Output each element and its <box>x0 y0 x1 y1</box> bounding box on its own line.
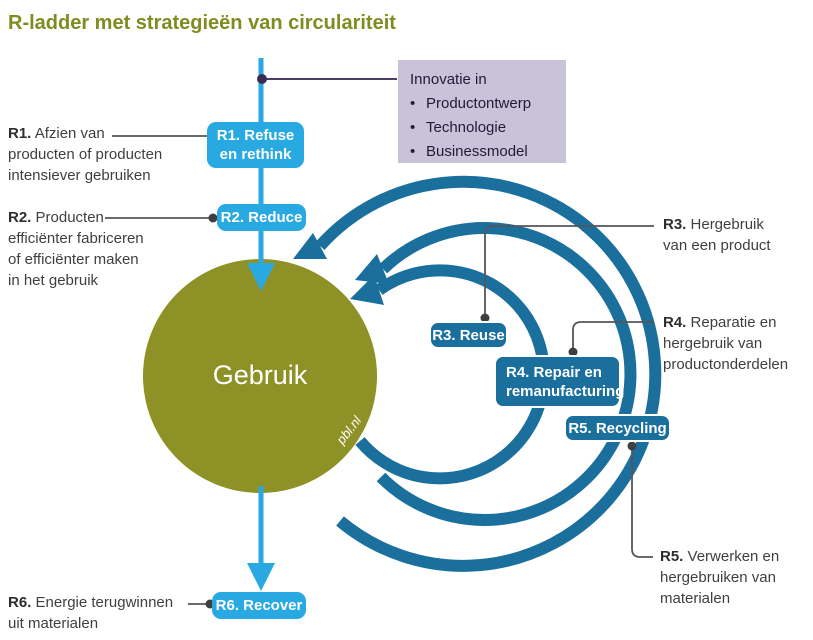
bullet-icon: • <box>410 119 416 136</box>
innovation-item-label: Technologie <box>426 119 507 136</box>
connector-dot-innovation <box>257 74 267 84</box>
annotation-r5: R5. Verwerken en hergebruiken van materi… <box>660 548 780 607</box>
badge-r5-label: R5. Recycling <box>568 419 667 437</box>
innovation-item-label: Productontwerp <box>426 95 532 112</box>
innovation-item: • Productontwerp <box>410 92 566 116</box>
annotation-r3: R3. Hergebruik van een product <box>663 216 771 254</box>
badge-r2-label: R2. Reduce <box>220 209 303 226</box>
badge-r2-reduce: R2. Reduce <box>217 204 306 231</box>
annotation-r6: R6. Energie terugwinnen uit materialen <box>8 594 174 632</box>
innovation-item: • Businessmodel <box>410 140 566 164</box>
loop-arc-r4 <box>376 222 637 526</box>
connector-r5 <box>631 448 653 558</box>
badge-r3-label: R3. Reuse <box>432 326 505 344</box>
annotation-r4: R4. Reparatie en hergebruik van producto… <box>663 314 789 373</box>
bullet-icon: • <box>410 143 416 160</box>
flow-arrow-to-recover-icon <box>247 563 275 591</box>
innovation-heading: Innovatie in <box>410 71 487 88</box>
loop-arrowhead-r4-icon <box>355 254 389 284</box>
badge-r6-recover: R6. Recover <box>212 592 306 619</box>
connector-dot-r2 <box>208 213 218 223</box>
page-title: R-ladder met strategieën van circularite… <box>8 12 396 34</box>
bullet-icon: • <box>410 95 416 112</box>
badge-r3-reuse: R3. Reuse <box>429 321 508 349</box>
connector-dot-r4 <box>568 347 578 357</box>
badge-r5-recycling: R5. Recycling <box>564 414 671 442</box>
innovation-item-label: Businessmodel <box>426 143 528 160</box>
annotation-r1: R1. Afzien van producten of producten in… <box>8 125 163 184</box>
use-circle-label: Gebruik <box>212 360 308 390</box>
connector-dot-r5 <box>627 441 637 451</box>
flow-arrow-into-use-icon <box>247 263 275 291</box>
use-circle <box>143 259 377 493</box>
annotation-r2: R2. Producten efficiënter fabriceren of … <box>8 209 144 289</box>
connector-dot-r3 <box>480 313 490 323</box>
innovation-item: • Technologie <box>410 116 566 140</box>
connector-r4 <box>572 321 654 348</box>
loop-arrowhead-r3-icon <box>350 275 384 305</box>
loop-arrowhead-r5-icon <box>293 233 327 259</box>
connector-r3 <box>484 225 654 314</box>
innovation-box: Innovatie in • Productontwerp • Technologi… <box>398 60 566 163</box>
loop-arc-r5 <box>315 175 662 572</box>
badge-r6-label: R6. Recover <box>215 597 303 614</box>
